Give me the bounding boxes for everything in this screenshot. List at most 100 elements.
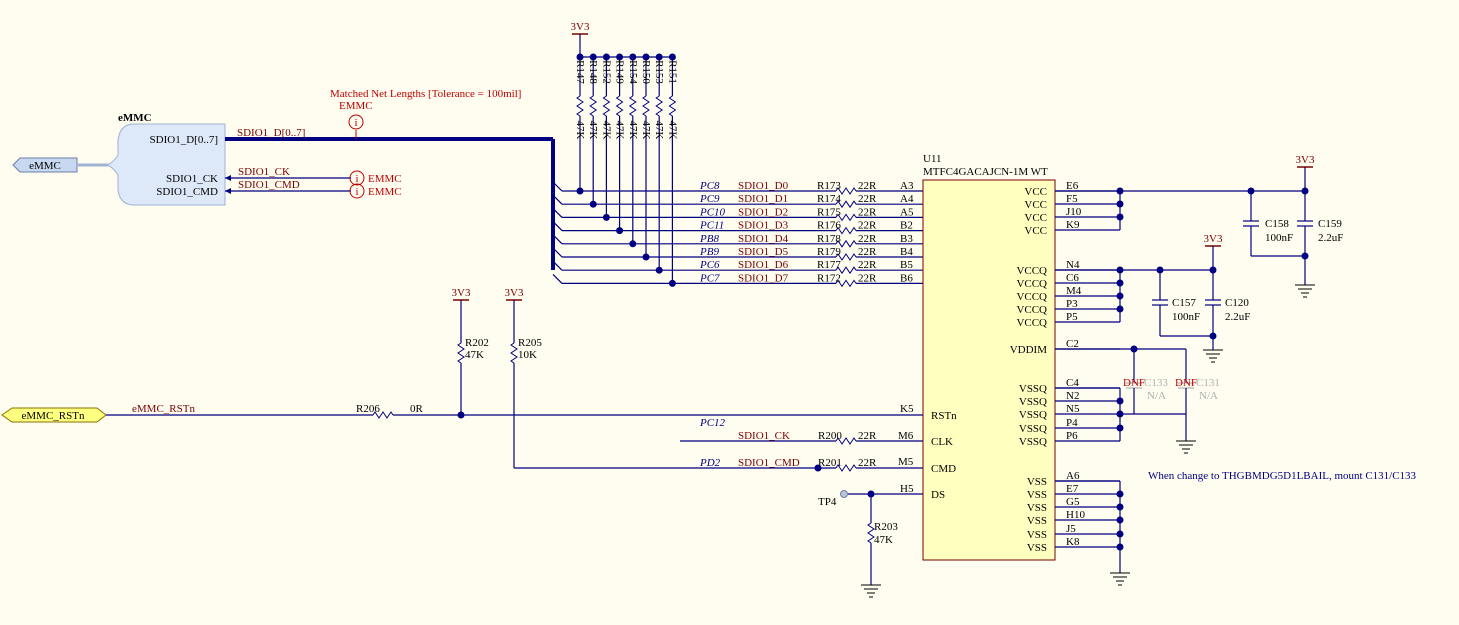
c157-capacitor[interactable] [1152, 299, 1168, 306]
r205-resistor[interactable] [510, 342, 518, 364]
emmc-port-cmd: SDIO1_CMD [156, 186, 218, 198]
cmd-net-label-right: SDIO1_CMD [738, 457, 800, 469]
c159-capacitor[interactable] [1297, 220, 1313, 227]
series-resistor[interactable] [835, 187, 857, 195]
emmc-harness-block[interactable]: eMMC SDIO1_D[0..7] SDIO1_CK SDIO1_CMD [105, 112, 226, 206]
r202-resistor[interactable] [457, 342, 465, 364]
c133-value: N/A [1147, 390, 1166, 402]
c131-ref: C131 [1196, 377, 1220, 389]
r205-value: 10K [518, 349, 537, 361]
mcu-port-label: PC11 [699, 220, 724, 232]
r206-ref: R206 [356, 403, 380, 415]
c120-ref: C120 [1225, 297, 1249, 309]
u11-pin-cmd: CMD M5 [898, 456, 956, 475]
matched-lengths-note: Matched Net Lengths [Tolerance = 100mil] [330, 88, 521, 100]
u11-pin-number: P3 [1066, 298, 1078, 310]
u11-pin-name: VSS [1027, 542, 1047, 554]
ck-net-label: SDIO1_CK [238, 166, 290, 178]
r205-ref: R205 [518, 337, 542, 349]
tp4-label: TP4 [818, 496, 837, 508]
u11-pin-number: K8 [1066, 536, 1080, 548]
u11-pin-name: VSSQ [1019, 383, 1047, 395]
tp4-testpoint[interactable] [840, 490, 848, 498]
svg-text:M5: M5 [898, 456, 914, 468]
u11-pin-number: C6 [1066, 272, 1079, 284]
pullup-ref: R149 [614, 60, 626, 84]
r203-resistor[interactable] [867, 522, 875, 544]
c120-capacitor[interactable] [1205, 299, 1221, 306]
u11-pin-name: VCCQ [1016, 317, 1047, 329]
pullup-ref: R152 [600, 60, 612, 84]
u11-pin-number: N2 [1066, 390, 1079, 402]
u11-ref: U11 [923, 153, 942, 165]
matched-lengths-tag: EMMC [339, 100, 373, 112]
series-resistor[interactable] [835, 226, 857, 235]
matched-lengths-info-icon[interactable]: i [348, 114, 364, 130]
pullup-value: 47K [574, 121, 586, 140]
u11-pin-n2: VSSQ N2 [1019, 390, 1120, 408]
u11-pin-number: N4 [1066, 259, 1080, 271]
r203-ground-symbol [861, 584, 881, 598]
c158-ref: C158 [1265, 218, 1289, 230]
u11-pin-name: VSSQ [1019, 423, 1047, 435]
u11-pin-number: A4 [900, 193, 914, 205]
series-resistor[interactable] [835, 253, 857, 261]
u11-pin-number: E6 [1066, 180, 1079, 192]
u11-pin-k8: VSS K8 [1027, 536, 1120, 554]
u11-pin-name: VCC [1024, 212, 1047, 224]
series-resistor[interactable] [835, 266, 857, 275]
svg-text:i: i [355, 173, 358, 185]
series-resistor[interactable] [835, 200, 857, 209]
u11-pin-number: A5 [900, 206, 914, 218]
r201-resistor[interactable] [835, 464, 857, 472]
mount-note: When change to THGBMDG5D1LBAIL, mount C1… [1148, 470, 1417, 482]
series-resistor-value: 22R [858, 206, 877, 218]
c158-value: 100nF [1265, 232, 1293, 244]
u11-body[interactable] [922, 179, 1056, 561]
rstn-port[interactable]: eMMC_RSTn [1, 407, 107, 423]
ck-info-icon[interactable]: i [349, 170, 365, 186]
u11-pin-number: B5 [900, 259, 913, 271]
cmd-info-icon[interactable]: i [349, 183, 365, 199]
series-resistor-ref: R178 [817, 233, 841, 245]
c158-capacitor[interactable] [1243, 220, 1259, 227]
bus-net-label: SDIO1_D[0..7] [237, 127, 305, 139]
series-resistor[interactable] [835, 239, 857, 248]
data-net-label: SDIO1_D3 [738, 220, 789, 232]
pullup-value: 47K [614, 121, 626, 140]
u11-pin-number: E7 [1066, 483, 1079, 495]
pullup-resistors: R14747KR14847KR15247KR14947KR15447KR1504… [574, 53, 678, 287]
u11-pin-number: A3 [900, 180, 914, 192]
series-resistor-value: 22R [858, 180, 877, 192]
r206-resistor[interactable] [372, 411, 394, 419]
svg-text:i: i [355, 186, 358, 198]
series-resistor[interactable] [835, 213, 857, 222]
emmc-port[interactable]: eMMC [12, 157, 78, 173]
pullup-r149[interactable]: R149 47K [614, 53, 626, 235]
u11-pin-name: VSSQ [1019, 396, 1047, 408]
series-resistor[interactable] [835, 279, 857, 288]
r200-resistor[interactable] [835, 437, 857, 445]
r201-value: 22R [858, 457, 877, 469]
vccq-ground-symbol [1203, 349, 1223, 363]
pullup-3v3-label: 3V3 [571, 21, 590, 33]
c131-dnf: DNF [1175, 377, 1197, 389]
data-rows: PC8SDIO1_D0R17322RA3DAT0PC9SDIO1_D1R1742… [552, 180, 958, 290]
r203-ref: R203 [874, 521, 898, 533]
cmd-net-label: SDIO1_CMD [238, 179, 300, 191]
u11-pin-name: VSSQ [1019, 409, 1047, 421]
pullup-ref: R150 [640, 60, 652, 84]
pc12-label: PC12 [699, 417, 726, 429]
